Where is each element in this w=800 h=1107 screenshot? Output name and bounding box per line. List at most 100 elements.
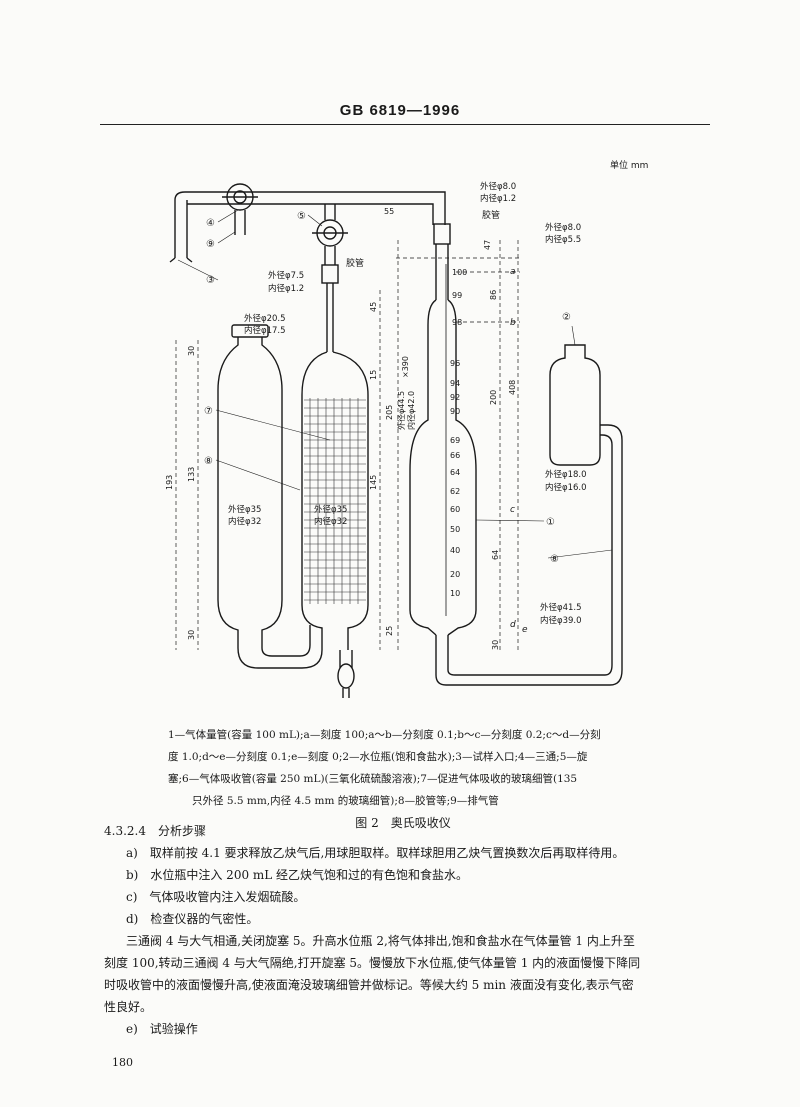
- callout-5: ⑤: [297, 211, 306, 222]
- callout-9: ⑨: [206, 239, 215, 250]
- label-hose: 胶管: [482, 209, 500, 221]
- tick-62: 62: [450, 487, 460, 496]
- paragraph-line-4: 性良好。: [104, 1000, 153, 1014]
- left-vessel: [217, 337, 283, 648]
- hose-right: [433, 223, 451, 245]
- page-header: GB 6819—1996: [339, 102, 461, 119]
- drain-cock: [337, 663, 355, 689]
- label-bottle-id: 内径φ16.0: [545, 482, 587, 493]
- dim-15: 15: [369, 370, 378, 380]
- label-bulb-od: 外径φ41.5: [540, 602, 582, 613]
- label-cock-id: 内径φ1.2: [268, 283, 304, 294]
- dim-86: 86: [489, 290, 498, 300]
- callout-2: ②: [562, 312, 571, 323]
- scale-b: b: [510, 318, 516, 328]
- callout-8-right: ⑧: [550, 554, 559, 565]
- dim-133: 133: [187, 467, 196, 482]
- label-burette-id: 内径φ42.0: [406, 391, 416, 430]
- tick-50: 50: [450, 525, 460, 534]
- tick-10: 10: [450, 589, 460, 598]
- dim-64: 64: [491, 550, 500, 560]
- dim-145: 145: [369, 475, 378, 490]
- dim-30-bottom: 30: [187, 630, 196, 640]
- paragraph-line-2: 刻度 100,转动三通阀 4 与大气隔绝,打开旋塞 5。慢慢放下水位瓶,使气体量…: [104, 956, 641, 970]
- dim-193: 193: [165, 475, 174, 490]
- orsat-apparatus-diagram: 单位 mm 外径φ8.0 内径φ1.2 胶管 外径φ8.0 内径φ5.5 胶管 …: [165, 159, 648, 698]
- callout-8-left: ⑧: [204, 456, 213, 467]
- label-hose-2: 胶管: [346, 257, 364, 269]
- absorption-vessel: [301, 351, 369, 650]
- dim-45: 45: [369, 302, 378, 312]
- label-tube-od: 外径φ35: [228, 504, 261, 515]
- tick-20: 20: [450, 570, 460, 579]
- tick-94: 94: [450, 379, 460, 388]
- scale-e: e: [522, 625, 528, 635]
- tick-69: 69: [450, 436, 460, 445]
- callout-1: ①: [546, 517, 555, 528]
- tick-96: 96: [450, 359, 460, 368]
- figure-caption: 1—气体量管(容量 100 mL);a—刻度 100;a～b—分刻度 0.1;b…: [168, 724, 638, 834]
- tick-99: 99: [452, 291, 462, 300]
- label-neck-od: 外径φ20.5: [244, 313, 286, 324]
- label-neck-id: 内径φ17.5: [244, 325, 286, 336]
- callout-3: ③: [206, 275, 215, 286]
- label-bulb-id: 内径φ39.0: [540, 615, 582, 626]
- scale-c: c: [510, 505, 515, 515]
- caption-line-1: 1—气体量管(容量 100 mL);a—刻度 100;a～b—分刻度 0.1;b…: [168, 729, 601, 741]
- label-bottle-od: 外径φ18.0: [545, 469, 587, 480]
- step-b: b) 水位瓶中注入 200 mL 经乙炔气饱和过的有色饱和食盐水。: [126, 868, 469, 882]
- label-cock-od: 外径φ7.5: [268, 270, 304, 281]
- dim-205: 205: [385, 405, 394, 420]
- unit-label: 单位 mm: [610, 159, 648, 171]
- tick-90: 90: [450, 407, 460, 416]
- label-top-id: 内径φ1.2: [480, 193, 516, 204]
- step-c: c) 气体吸收管内注入发烟硫酸。: [126, 890, 306, 904]
- label-times: ×390: [401, 356, 410, 378]
- label-burette-top-id: 内径φ5.5: [545, 234, 581, 245]
- top-tube: [174, 191, 446, 258]
- callout-7: ⑦: [204, 406, 213, 417]
- hose-left: [321, 264, 339, 284]
- scale-a: a: [510, 267, 516, 277]
- page-number: 180: [112, 1056, 133, 1069]
- label-tube-id-2: 内径φ32: [314, 516, 347, 527]
- label-top-od: 外径φ8.0: [480, 181, 516, 192]
- tick-64: 64: [450, 468, 460, 477]
- tick-60: 60: [450, 505, 460, 514]
- paragraph-line-1: 三通阀 4 与大气相通,关闭旋塞 5。升高水位瓶 2,将气体排出,饱和食盐水在气…: [126, 934, 635, 948]
- caption-line-4: 只外径 5.5 mm,内径 4.5 mm 的玻璃细管);8—胶管等;9—排气管: [192, 795, 499, 807]
- tick-98: 98: [452, 318, 462, 327]
- tick-66: 66: [450, 451, 460, 460]
- dim-55: 55: [384, 207, 394, 216]
- scale-d: d: [510, 620, 516, 630]
- section-heading: 4.3.2.4 分析步骤: [104, 824, 206, 838]
- label-tube-id: 内径φ32: [228, 516, 261, 527]
- dim-47: 47: [483, 240, 492, 250]
- level-bottle: [549, 344, 601, 466]
- tick-40: 40: [450, 546, 460, 555]
- step-a: a) 取样前按 4.1 要求释放乙炔气后,用球胆取样。取样球胆用乙炔气置换数次后…: [126, 846, 625, 860]
- burette: [409, 299, 477, 636]
- tick-100: 100: [452, 268, 467, 277]
- neck: [231, 324, 269, 338]
- tick-92: 92: [450, 393, 460, 402]
- dim-30-top: 30: [187, 346, 196, 356]
- sample-inlet-tube: [234, 210, 246, 235]
- caption-line-3: 塞;6—气体吸收管(容量 250 mL)(三氧化硫硫酸溶液);7—促进气体吸收的…: [168, 773, 578, 785]
- figure-title: 图 2 奥氏吸收仪: [355, 816, 451, 830]
- callout-4: ④: [206, 218, 215, 229]
- header-rule: [100, 124, 710, 125]
- dim-408: 408: [508, 380, 517, 395]
- glass-rods-7: [304, 398, 366, 604]
- dim-200: 200: [489, 390, 498, 405]
- dim-30-right: 30: [491, 640, 500, 650]
- label-tube-od-2: 外径φ35: [314, 504, 347, 515]
- caption-line-2: 度 1.0;d～e—分刻度 0.1;e—刻度 0;2—水位瓶(饱和食盐水);3—…: [168, 751, 588, 763]
- dim-25: 25: [385, 626, 394, 636]
- paragraph-line-3: 时吸收管中的液面慢慢升高,使液面淹没玻璃细管并做标记。等候大约 5 min 液面…: [104, 978, 634, 992]
- step-e: e) 试验操作: [126, 1022, 198, 1036]
- label-burette-od: 外径φ44.5: [396, 391, 406, 430]
- exhaust-end: [169, 257, 193, 263]
- step-d: d) 检查仪器的气密性。: [126, 912, 259, 926]
- label-burette-top-od: 外径φ8.0: [545, 222, 581, 233]
